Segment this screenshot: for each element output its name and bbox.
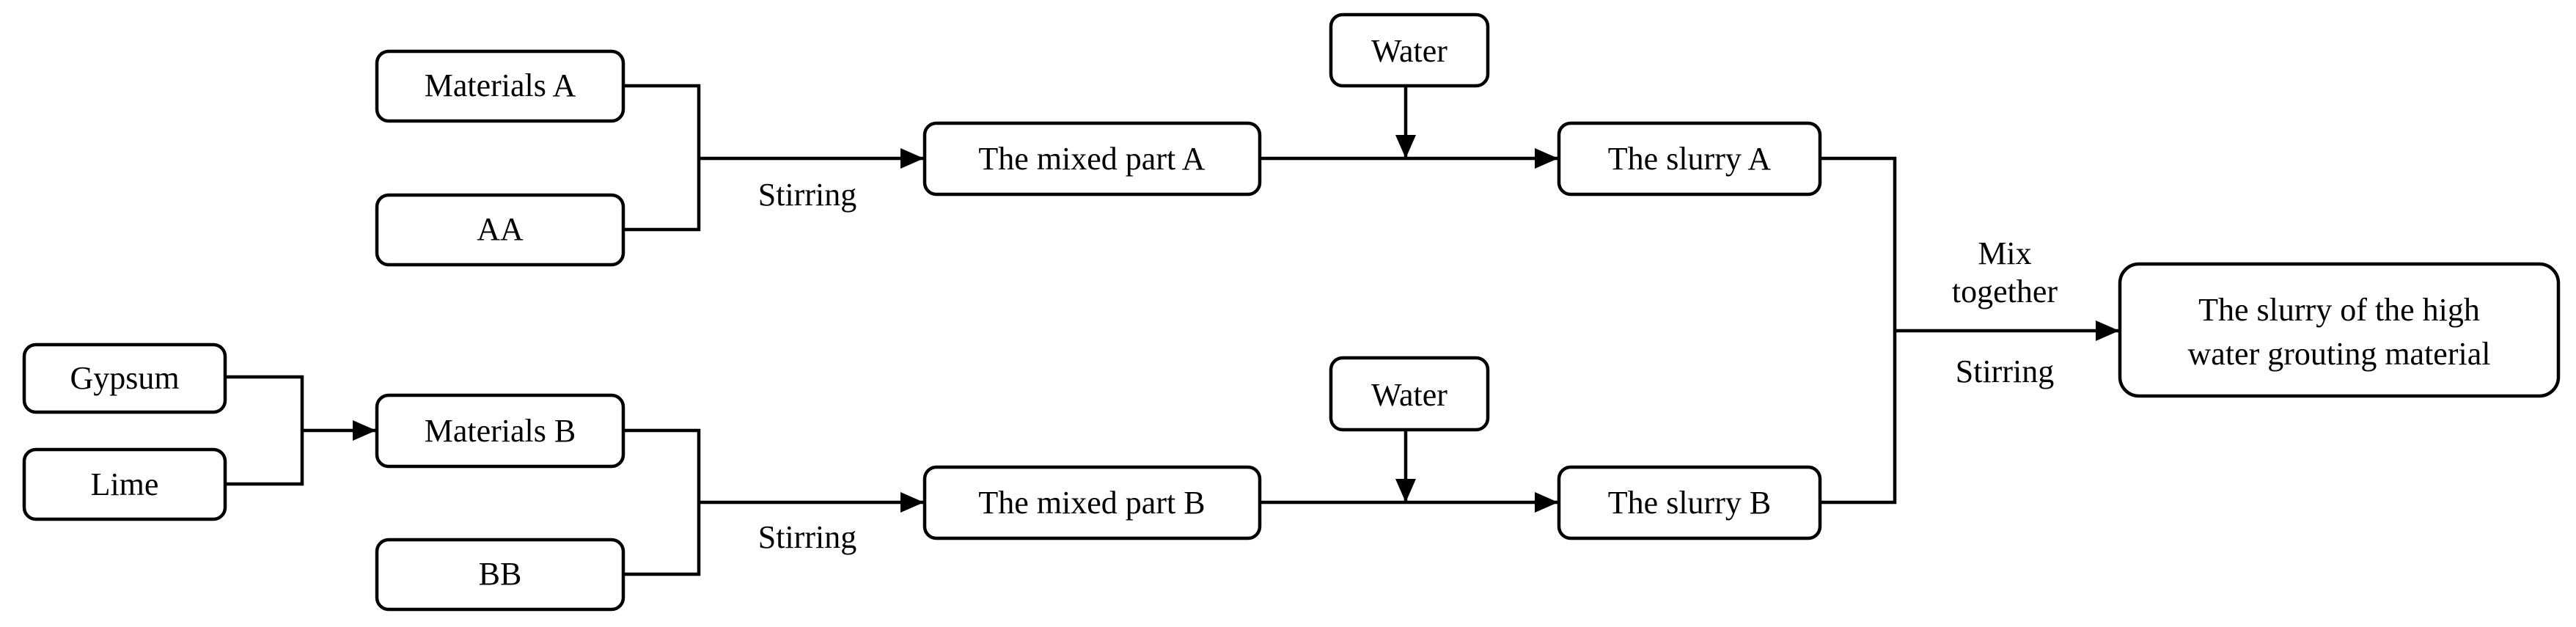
label-stirring-final: Stirring: [1956, 353, 2054, 389]
node-slurry-a: The slurry A: [1557, 121, 1822, 197]
arrowhead-water-b: [1395, 479, 1416, 502]
node-mixed-part-a-label: The mixed part A: [978, 141, 1205, 177]
arrowhead-to-slurry-a: [1535, 148, 1558, 169]
node-final-slurry-line-1: The slurry of the high: [2198, 292, 2480, 328]
node-materials-a: Materials A: [375, 49, 625, 123]
node-bb-label: BB: [479, 556, 522, 592]
node-water-b: Water: [1329, 356, 1490, 432]
node-aa-label: AA: [477, 211, 524, 247]
node-water-b-label: Water: [1371, 377, 1447, 413]
node-bb: BB: [375, 538, 625, 612]
connectors: [225, 84, 2119, 576]
label-mix-together-line-1: Mix: [1978, 235, 2031, 271]
node-final-slurry-line-2: water grouting material: [2188, 336, 2491, 372]
node-mixed-part-a: The mixed part A: [922, 121, 1262, 197]
node-slurry-b: The slurry B: [1557, 465, 1822, 540]
arrowhead-to-mixed-part-b: [900, 492, 924, 513]
node-mixed-part-b: The mixed part B: [922, 465, 1262, 540]
edge-materials-a-bracket: [623, 84, 701, 232]
arrowhead-water-a: [1395, 135, 1416, 158]
label-stirring-b: Stirring: [758, 519, 856, 555]
node-slurry-b-label: The slurry B: [1608, 485, 1771, 521]
arrowhead-to-final-slurry: [2096, 320, 2119, 341]
node-lime-label: Lime: [91, 466, 159, 502]
edge-labels: Stirring Stirring Mix together Stirring: [758, 177, 2058, 555]
node-water-a-label: Water: [1371, 33, 1447, 69]
node-final-slurry: The slurry of the high water grouting ma…: [2118, 262, 2561, 398]
edge-materials-b-bracket: [623, 428, 701, 576]
node-materials-b-label: Materials B: [425, 413, 576, 449]
node-lime: Lime: [22, 447, 227, 521]
node-slurry-a-label: The slurry A: [1608, 141, 1772, 177]
node-materials-a-label: Materials A: [425, 67, 576, 103]
edge-gypsum-lime-bracket: [225, 375, 304, 486]
arrowhead-to-slurry-b: [1535, 492, 1558, 513]
node-aa: AA: [375, 193, 625, 267]
node-water-a: Water: [1329, 12, 1490, 88]
arrowhead-to-mixed-part-a: [900, 148, 924, 169]
label-stirring-a: Stirring: [758, 177, 856, 213]
arrowhead-to-materials-b: [353, 420, 376, 441]
node-gypsum-label: Gypsum: [70, 360, 179, 396]
node-mixed-part-b-label: The mixed part B: [978, 485, 1205, 521]
node-gypsum: Gypsum: [22, 342, 227, 414]
label-mix-together-line-2: together: [1952, 274, 2058, 309]
edge-slurries-bracket: [1821, 156, 1897, 505]
node-materials-b: Materials B: [375, 393, 625, 469]
